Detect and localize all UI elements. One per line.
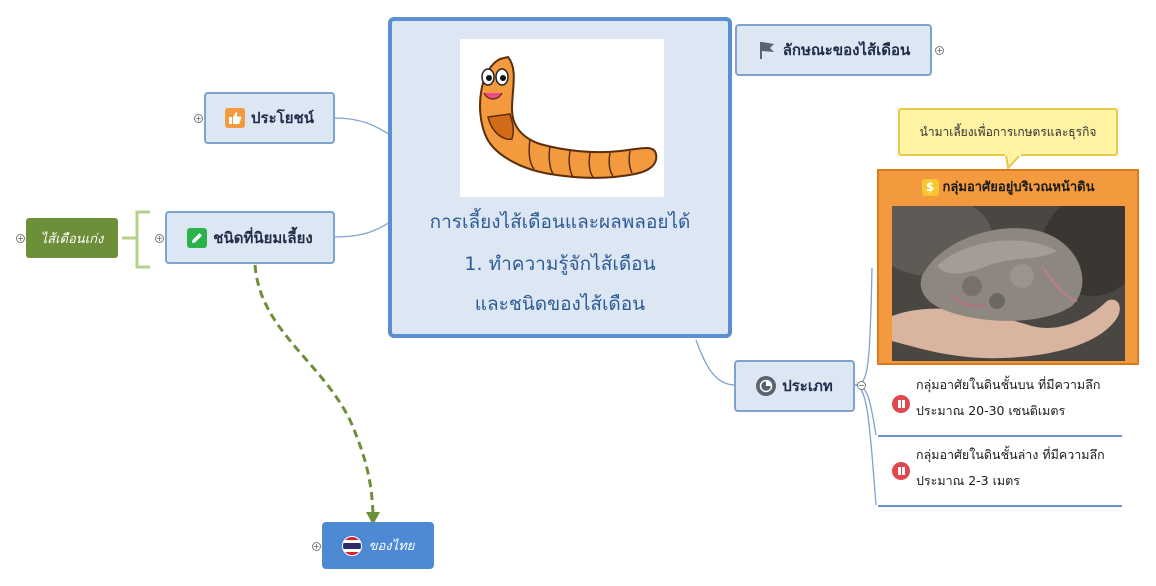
- subtopic-lower-soil[interactable]: กลุ่มอาศัยในดินชั้นล่าง ที่มีความลึก ประ…: [878, 442, 1122, 507]
- thumbs-up-icon: [225, 108, 246, 128]
- topic-characteristics[interactable]: ลักษณะของไส้เดือน: [735, 24, 932, 76]
- surface-group-box[interactable]: $กลุ่มอาศัยอยู่บริเวณหน้าดิน: [877, 169, 1139, 365]
- pause-icon: [892, 462, 910, 480]
- callout-note[interactable]: นำมาเลี้ยงเพื่อการเกษตรและธุรกิจ: [898, 108, 1118, 156]
- expand-thai-toggle[interactable]: +: [312, 542, 321, 551]
- central-title-line3: และชนิดของไส้เดือน: [474, 293, 646, 315]
- expand-old-worm-toggle[interactable]: +: [16, 234, 25, 243]
- topic-types[interactable]: ประเภท: [734, 360, 855, 412]
- topic-thai-label: ของไทย: [368, 539, 415, 554]
- expand-popular-types-toggle[interactable]: +: [155, 234, 164, 243]
- central-topic[interactable]: การเลี้ยงไส้เดือนและผลพลอยได้ 1. ทำความร…: [388, 17, 732, 338]
- pause-icon: [892, 395, 910, 413]
- subtopic-upper-soil[interactable]: กลุ่มอาศัยในดินชั้นบน ที่มีความลึก ประมา…: [878, 372, 1122, 437]
- pencil-icon: [187, 227, 208, 248]
- central-title-line1: การเลี้ยงไส้เดือนและผลพลอยได้: [429, 211, 691, 233]
- topic-old-worm-label: ไส้เดือนเก่ง: [40, 231, 104, 247]
- flag-icon: [757, 40, 777, 60]
- topic-old-worm[interactable]: ไส้เดือนเก่ง: [26, 218, 118, 258]
- subtopic-upper-soil-line1: กลุ่มอาศัยในดินชั้นบน ที่มีความลึก: [916, 377, 1101, 392]
- subtopic-lower-soil-line1: กลุ่มอาศัยในดินชั้นล่าง ที่มีความลึก: [916, 447, 1105, 462]
- topic-benefits[interactable]: ประโยชน์: [204, 92, 335, 144]
- expand-benefits-toggle[interactable]: +: [194, 114, 203, 123]
- expand-characteristics-toggle[interactable]: +: [935, 46, 944, 55]
- subtopic-lower-soil-line2: ประมาณ 2-3 เมตร: [916, 473, 1020, 488]
- thailand-flag-icon: [341, 535, 362, 556]
- subtopic-upper-soil-line2: ประมาณ 20-30 เซนติเมตร: [916, 403, 1066, 418]
- topic-types-label: ประเภท: [782, 377, 833, 395]
- central-title-line2: 1. ทำความรู้จักไส้เดือน: [464, 253, 656, 275]
- hand-holding-compost-photo: [892, 206, 1125, 361]
- callout-text: นำมาเลี้ยงเพื่อการเกษตรและธุรกิจ: [919, 124, 1097, 139]
- surface-group-label: กลุ่มอาศัยอยู่บริเวณหน้าดิน: [942, 180, 1095, 195]
- earthworm-cartoon-image: [460, 39, 664, 197]
- topic-characteristics-label: ลักษณะของไส้เดือน: [782, 41, 911, 59]
- topic-popular-types-label: ชนิดที่นิยมเลี้ยง: [213, 228, 313, 247]
- topic-popular-types[interactable]: ชนิดที่นิยมเลี้ยง: [165, 211, 335, 264]
- dollar-icon: $: [921, 179, 939, 196]
- collapse-types-toggle[interactable]: −: [857, 381, 866, 390]
- topic-thai[interactable]: ของไทย: [322, 522, 434, 569]
- pie-chart-icon: [756, 376, 777, 396]
- topic-benefits-label: ประโยชน์: [251, 109, 314, 127]
